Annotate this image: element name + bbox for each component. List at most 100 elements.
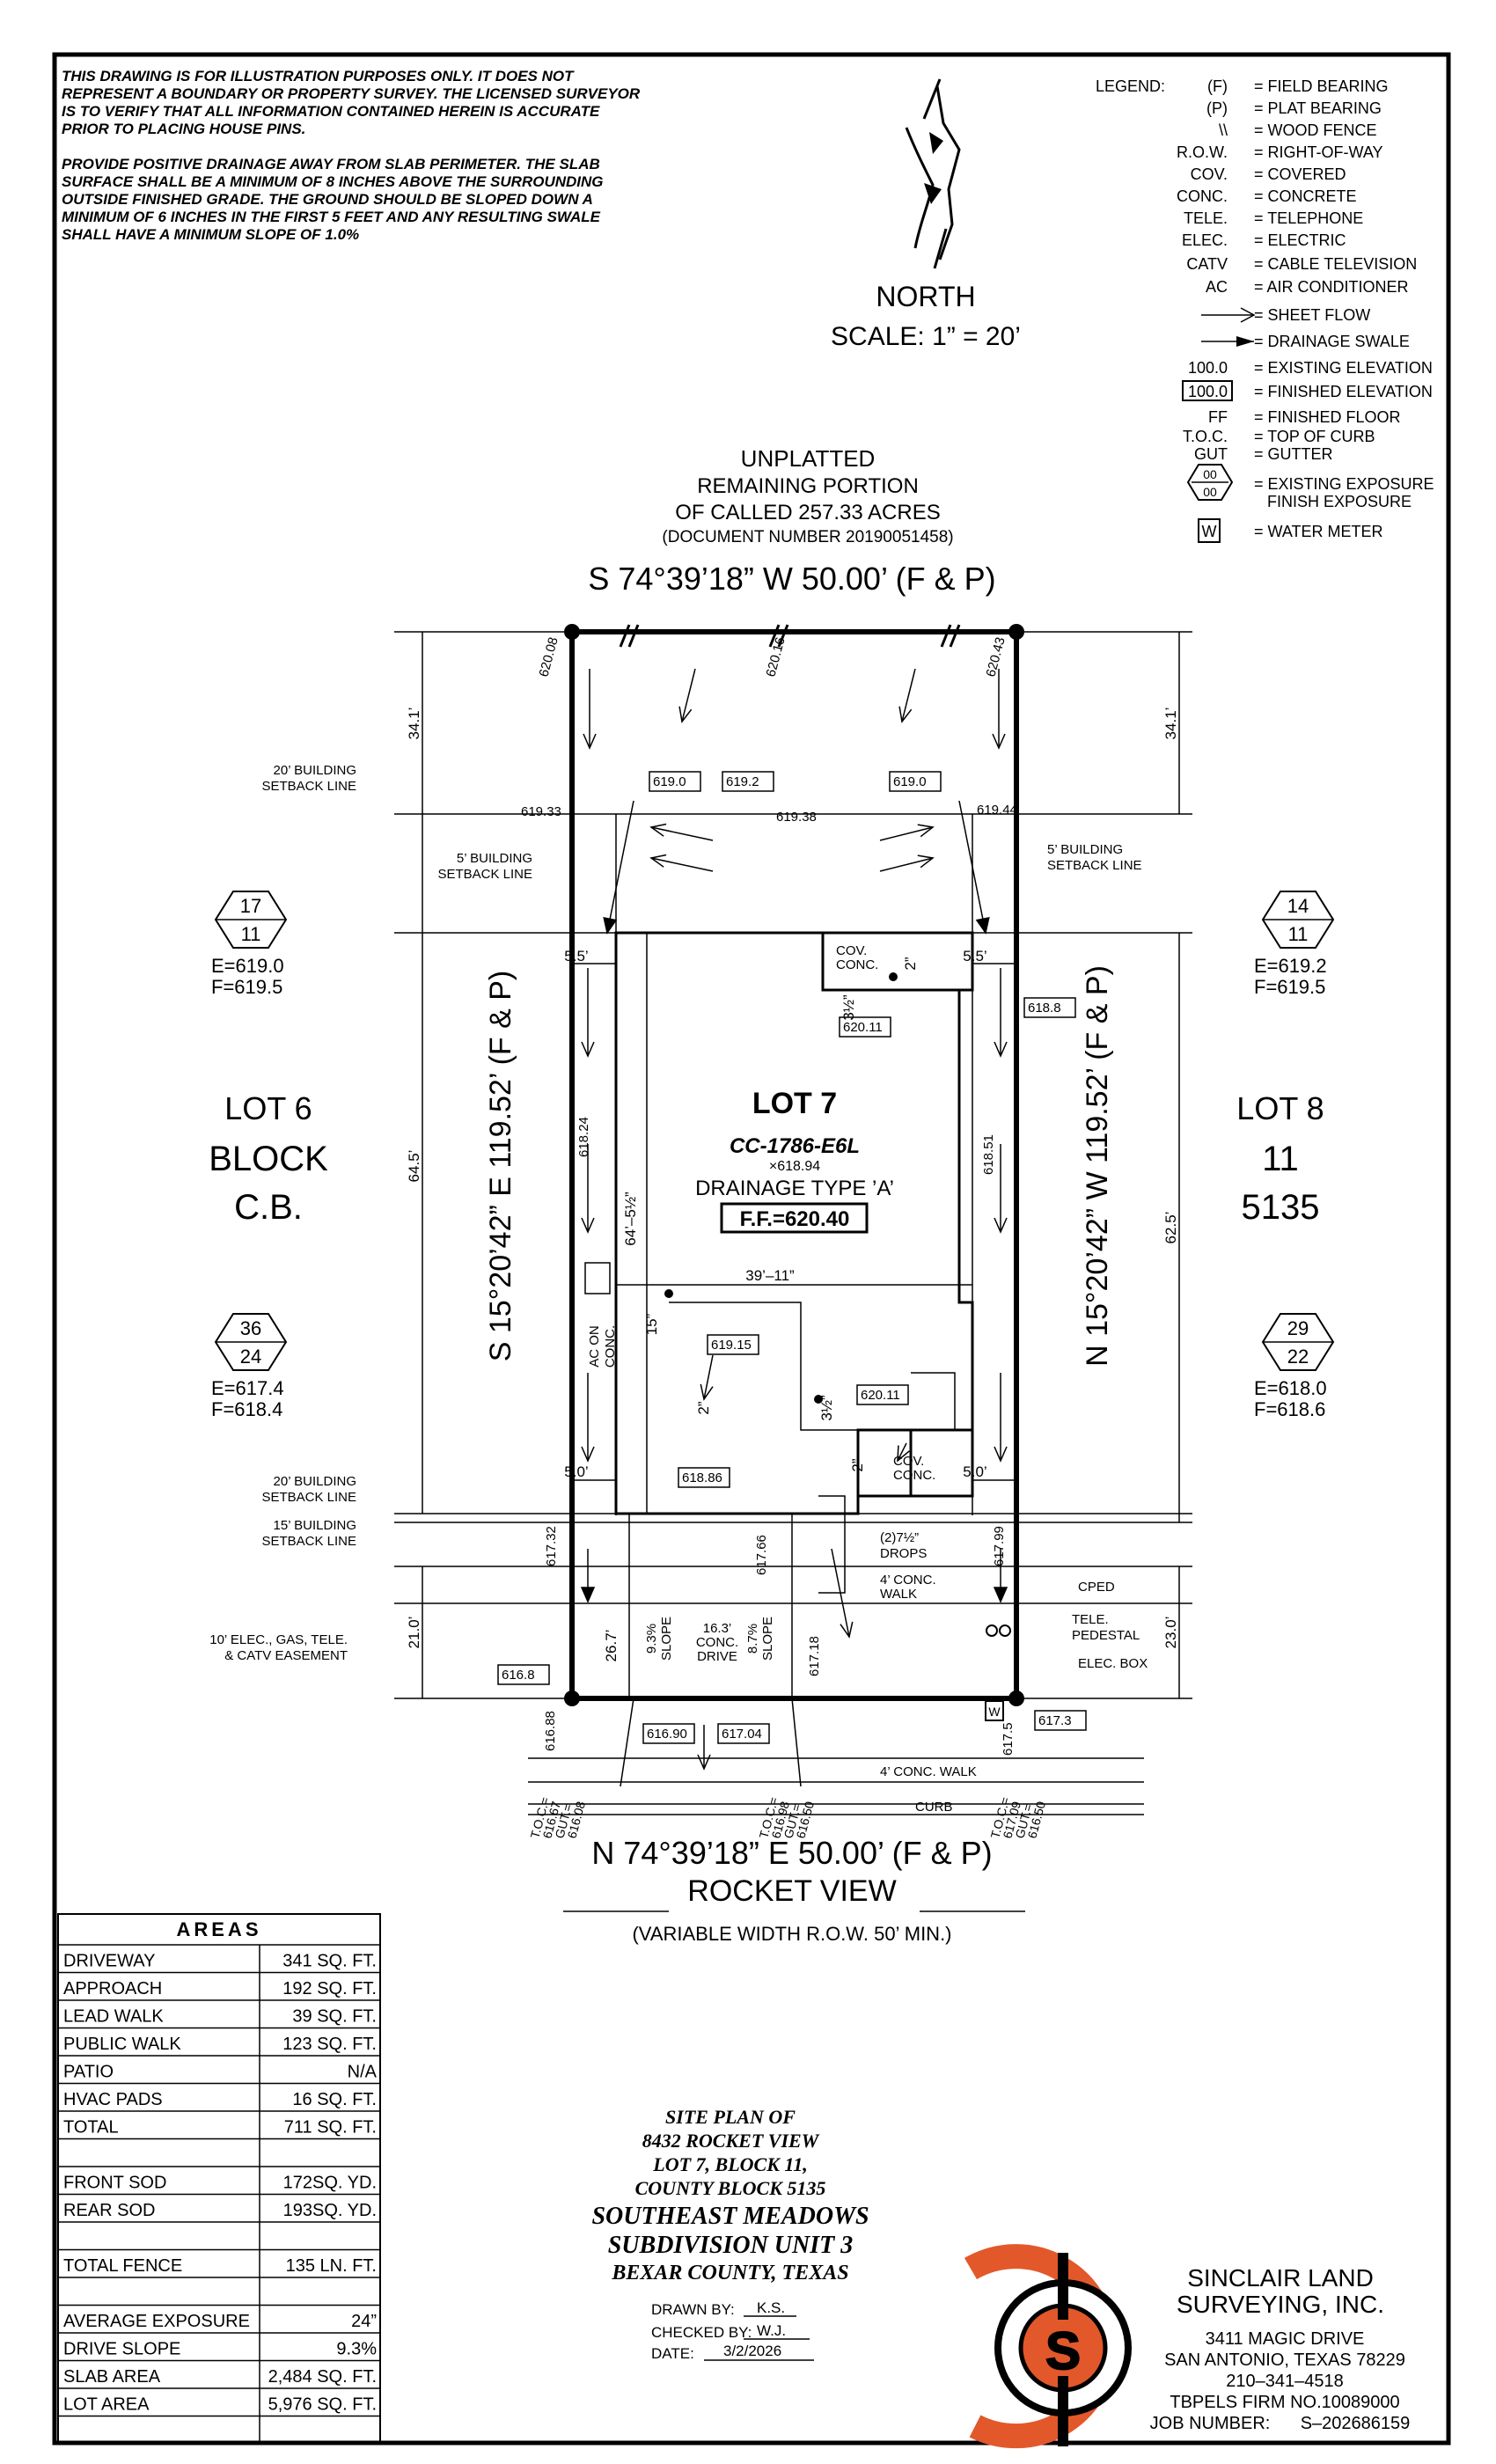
legend-row: 100.0= EXISTING ELEVATION: [1188, 359, 1433, 377]
legend-desc: = WATER METER: [1254, 523, 1383, 540]
label-line: TELE.: [1072, 1612, 1109, 1627]
legend-desc: = SHEET FLOW: [1254, 306, 1370, 324]
legend-desc: = EXISTING ELEVATION: [1254, 359, 1433, 377]
house-footprint: [584, 931, 974, 1515]
legend-symbol: ELEC.: [1182, 231, 1228, 249]
exposure-existing: 14: [1287, 895, 1309, 917]
legend-desc: = WOOD FENCE: [1254, 121, 1377, 139]
cped-label: CPED: [1078, 1580, 1115, 1595]
legend-desc: = TELEPHONE: [1254, 209, 1363, 227]
label-line: 5’ BUILDING: [1047, 842, 1123, 857]
legend-symbol: 00: [1203, 467, 1217, 481]
elevation-value: 617.5: [1001, 1722, 1016, 1756]
elevation-label: 617.66: [754, 1535, 769, 1575]
elevation-label: 618.8: [1023, 997, 1076, 1018]
lot-8-cb: 5135: [1242, 1188, 1320, 1227]
elevation-label: 620.16: [763, 635, 788, 678]
label-line: 9.3%: [644, 1624, 659, 1654]
drawn-info: DRAWN BY: K.S. CHECKED BY: W.J. DATE: 3/…: [651, 2299, 814, 2362]
note-line: IS TO VERIFY THAT ALL INFORMATION CONTAI…: [62, 103, 600, 120]
dimension-label: 26.7’: [603, 1630, 620, 1662]
elevation-label: 616.88: [543, 1711, 558, 1751]
street-name: ROCKET VIEW: [687, 1874, 896, 1908]
elevation-label: 619.15: [707, 1334, 759, 1355]
area-value: 39 SQ. FT.: [292, 2007, 377, 2027]
area-value: 172SQ. YD.: [283, 2174, 377, 2193]
dimension-label: 2”: [902, 957, 919, 970]
unplatted-doc: (DOCUMENT NUMBER 20190051458): [662, 528, 953, 546]
south-bearing: N 74°39’18” E 50.00’ (F & P): [591, 1835, 992, 1871]
dimension-label: 62.5’: [1162, 1212, 1179, 1244]
label-line: 20’ BUILDING: [274, 1474, 356, 1489]
area-label: APPROACH: [63, 1979, 162, 1998]
dimension-label: 5.0’: [963, 1463, 986, 1480]
north-bearing: S 74°39’18” W 50.00’ (F & P): [588, 561, 995, 597]
elevation-label: 619.0: [889, 771, 942, 792]
dimension-label: 2”: [695, 1401, 712, 1414]
drainage-type: DRAINAGE TYPE ’A’: [695, 1177, 894, 1200]
logo-letter: S: [1045, 2321, 1081, 2380]
legend-row: FF= FINISHED FLOOR: [1208, 408, 1401, 426]
date-value: 3/2/2026: [723, 2343, 781, 2359]
elevation-label: 619.33: [521, 804, 561, 819]
legend-row: (F)= FIELD BEARING: [1207, 77, 1389, 95]
unplatted-note: UNPLATTED REMAINING PORTION OF CALLED 25…: [662, 445, 953, 546]
area-value: 123 SQ. FT.: [282, 2035, 377, 2054]
note-line: REPRESENT A BOUNDARY OR PROPERTY SURVEY.…: [62, 85, 641, 102]
areas-row: LEAD WALK 39 SQ. FT.: [63, 2007, 377, 2027]
elevation-value: 617.18: [807, 1636, 822, 1676]
areas-row: FRONT SOD 172SQ. YD.: [63, 2174, 377, 2193]
company-logo-icon: S: [964, 2244, 1132, 2449]
legend-symbol: COV.: [1191, 165, 1228, 183]
company-address: SAN ANTONIO, TEXAS 78229: [1164, 2350, 1405, 2370]
dimension-lines: [422, 632, 1180, 1698]
general-notes: THIS DRAWING IS FOR ILLUSTRATION PURPOSE…: [62, 68, 641, 243]
walk-label: 4’ CONC.WALK: [880, 1573, 936, 1602]
legend-symbol: (P): [1206, 99, 1228, 117]
dimension-label: 64’–5½”: [622, 1192, 639, 1246]
legend-row: \\= WOOD FENCE: [1219, 121, 1377, 139]
area-label: FRONT SOD: [63, 2174, 166, 2193]
legend-row: = SHEET FLOW: [1201, 306, 1370, 324]
legend-symbol: 00: [1203, 485, 1217, 499]
existing-elevation: E=619.2: [1254, 955, 1327, 977]
label-line: CONC.: [696, 1635, 738, 1650]
finished-elevation: F=619.5: [1254, 976, 1325, 998]
legend-title: LEGEND:: [1096, 77, 1165, 95]
area-label: LEAD WALK: [63, 2007, 164, 2027]
lot-6-cb: C.B.: [234, 1188, 303, 1227]
dimension-label: 23.0’: [1162, 1617, 1179, 1649]
elevation-value: 619.38: [776, 810, 817, 825]
slope-label: 8.7%SLOPE: [745, 1617, 775, 1661]
legend-symbol: 100.0: [1188, 383, 1228, 400]
date-label: DATE:: [651, 2345, 694, 2362]
covered-porch: [856, 1428, 974, 1498]
label-line: SETBACK LINE: [1047, 858, 1142, 873]
area-value: 24”: [351, 2312, 377, 2331]
dimension-label: 5.5’: [564, 948, 588, 964]
label-line: 16.3’: [703, 1621, 732, 1636]
checked-by: W.J.: [757, 2322, 786, 2339]
elevation-label: 617.3: [1034, 1710, 1087, 1731]
tele-pedestal-icon: [986, 1624, 998, 1637]
legend-desc: = FINISHED ELEVATION: [1254, 383, 1433, 400]
area-label: PUBLIC WALK: [63, 2035, 181, 2054]
elevation-label: 619.0: [649, 771, 701, 792]
west-bearing: S 15°20’42” E 119.52’ (F & P): [484, 971, 517, 1362]
dimension-label: 21.0’: [406, 1617, 422, 1649]
legend-desc: = GUTTER: [1254, 445, 1333, 463]
dimension-label: 15”: [643, 1313, 660, 1335]
legend-desc: = DRAINAGE SWALE: [1254, 333, 1410, 350]
title-block: SITE PLAN OF 8432 ROCKET VIEW LOT 7, BLO…: [591, 2106, 869, 2284]
label-line: 20’ BUILDING: [274, 763, 356, 778]
existing-elevation: E=617.4: [211, 1377, 284, 1399]
company-info: SINCLAIR LAND SURVEYING, INC. 3411 MAGIC…: [1150, 2264, 1411, 2433]
